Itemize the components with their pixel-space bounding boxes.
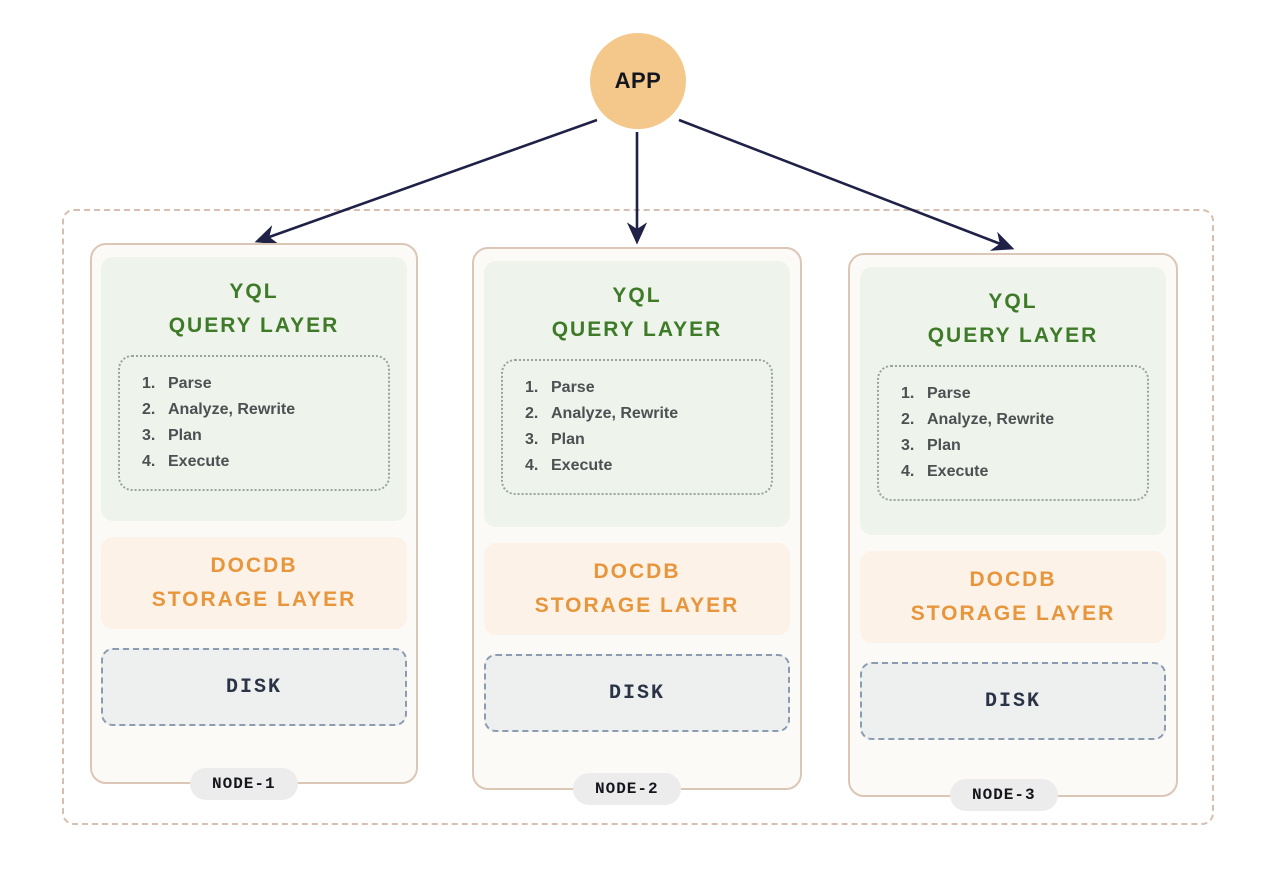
step-number: 3. bbox=[142, 426, 156, 444]
node-badge-3: NODE-3 bbox=[950, 779, 1058, 811]
query-step-item: 2. Analyze, Rewrite bbox=[901, 407, 1137, 433]
docdb-title-1: DOCDB STORAGE LAYER bbox=[152, 549, 357, 616]
disk-panel-3: DISK bbox=[860, 662, 1166, 740]
yql-title-line2: QUERY LAYER bbox=[168, 314, 340, 338]
step-number: 1. bbox=[525, 379, 539, 397]
step-number: 4. bbox=[142, 452, 156, 470]
yql-query-layer-panel-1: YQL QUERY LAYER 1. Parse 2. Analyze, Rew… bbox=[101, 257, 407, 521]
query-steps-box-1: 1. Parse 2. Analyze, Rewrite 3. Plan 4. … bbox=[118, 355, 390, 491]
docdb-title-3: DOCDB STORAGE LAYER bbox=[911, 563, 1116, 630]
yql-query-layer-panel-2: YQL QUERY LAYER 1. Parse 2. Analyze, Rew… bbox=[484, 261, 790, 527]
docdb-storage-layer-panel-1: DOCDB STORAGE LAYER bbox=[101, 537, 407, 629]
step-number: 2. bbox=[142, 400, 156, 418]
yql-title-3: YQL QUERY LAYER bbox=[928, 285, 1099, 353]
docdb-title-line1: DOCDB bbox=[593, 560, 681, 584]
query-steps-box-3: 1. Parse 2. Analyze, Rewrite 3. Plan 4. … bbox=[877, 365, 1149, 501]
step-label: Analyze, Rewrite bbox=[551, 404, 679, 422]
step-label: Plan bbox=[927, 436, 961, 454]
step-label: Execute bbox=[551, 456, 613, 474]
query-step-item: 1. Parse bbox=[525, 375, 761, 401]
step-number: 3. bbox=[901, 436, 915, 454]
step-label: Execute bbox=[927, 462, 989, 480]
docdb-title-line2: STORAGE LAYER bbox=[910, 602, 1116, 625]
step-number: 4. bbox=[525, 456, 539, 474]
yql-title-1: YQL QUERY LAYER bbox=[169, 275, 340, 343]
query-step-item: 1. Parse bbox=[901, 381, 1137, 407]
query-step-item: 1. Parse bbox=[142, 371, 378, 397]
step-number: 2. bbox=[901, 410, 915, 428]
docdb-storage-layer-panel-3: DOCDB STORAGE LAYER bbox=[860, 551, 1166, 643]
docdb-title-line2: STORAGE LAYER bbox=[534, 594, 740, 617]
node-card-2[interactable]: YQL QUERY LAYER 1. Parse 2. Analyze, Rew… bbox=[472, 247, 802, 790]
node-card-1[interactable]: YQL QUERY LAYER 1. Parse 2. Analyze, Rew… bbox=[90, 243, 418, 784]
yql-title-line1: YQL bbox=[229, 280, 279, 303]
app-label: APP bbox=[614, 68, 662, 93]
docdb-storage-layer-panel-2: DOCDB STORAGE LAYER bbox=[484, 543, 790, 635]
docdb-title-line1: DOCDB bbox=[210, 554, 298, 578]
step-number: 1. bbox=[142, 375, 156, 393]
disk-panel-1: DISK bbox=[101, 648, 407, 726]
step-label: Plan bbox=[551, 430, 585, 448]
disk-label: DISK bbox=[608, 681, 665, 705]
query-step-item: 3. Plan bbox=[525, 427, 761, 453]
step-label: Parse bbox=[168, 375, 212, 393]
app-client-node[interactable]: APP bbox=[590, 33, 686, 129]
yql-title-line1: YQL bbox=[988, 290, 1038, 313]
step-label: Parse bbox=[551, 379, 595, 397]
docdb-title-2: DOCDB STORAGE LAYER bbox=[535, 555, 740, 622]
step-label: Parse bbox=[927, 385, 971, 403]
step-number: 4. bbox=[901, 462, 915, 480]
step-number: 3. bbox=[525, 430, 539, 448]
step-label: Analyze, Rewrite bbox=[168, 400, 296, 418]
yql-title-line2: QUERY LAYER bbox=[551, 318, 723, 342]
docdb-title-line1: DOCDB bbox=[969, 568, 1057, 592]
query-step-item: 4. Execute bbox=[142, 449, 378, 475]
docdb-title-line2: STORAGE LAYER bbox=[151, 588, 357, 611]
disk-label: DISK bbox=[984, 689, 1041, 713]
step-label: Analyze, Rewrite bbox=[927, 410, 1055, 428]
query-step-item: 3. Plan bbox=[901, 433, 1137, 459]
query-steps-box-2: 1. Parse 2. Analyze, Rewrite 3. Plan 4. … bbox=[501, 359, 773, 495]
query-step-item: 2. Analyze, Rewrite bbox=[142, 397, 378, 423]
disk-panel-2: DISK bbox=[484, 654, 790, 732]
node-card-3[interactable]: YQL QUERY LAYER 1. Parse 2. Analyze, Rew… bbox=[848, 253, 1178, 797]
query-step-item: 4. Execute bbox=[525, 453, 761, 479]
node-badge-2: NODE-2 bbox=[573, 773, 681, 805]
node-badge-1: NODE-1 bbox=[190, 768, 298, 800]
yql-title-2: YQL QUERY LAYER bbox=[552, 279, 723, 347]
step-number: 1. bbox=[901, 385, 915, 403]
yql-title-line1: YQL bbox=[612, 284, 662, 307]
step-label: Plan bbox=[168, 426, 202, 444]
query-step-item: 3. Plan bbox=[142, 423, 378, 449]
query-step-item: 2. Analyze, Rewrite bbox=[525, 401, 761, 427]
disk-label: DISK bbox=[225, 675, 282, 699]
query-step-item: 4. Execute bbox=[901, 459, 1137, 485]
step-label: Execute bbox=[168, 452, 230, 470]
yql-query-layer-panel-3: YQL QUERY LAYER 1. Parse 2. Analyze, Rew… bbox=[860, 267, 1166, 535]
step-number: 2. bbox=[525, 404, 539, 422]
yql-title-line2: QUERY LAYER bbox=[927, 324, 1099, 348]
